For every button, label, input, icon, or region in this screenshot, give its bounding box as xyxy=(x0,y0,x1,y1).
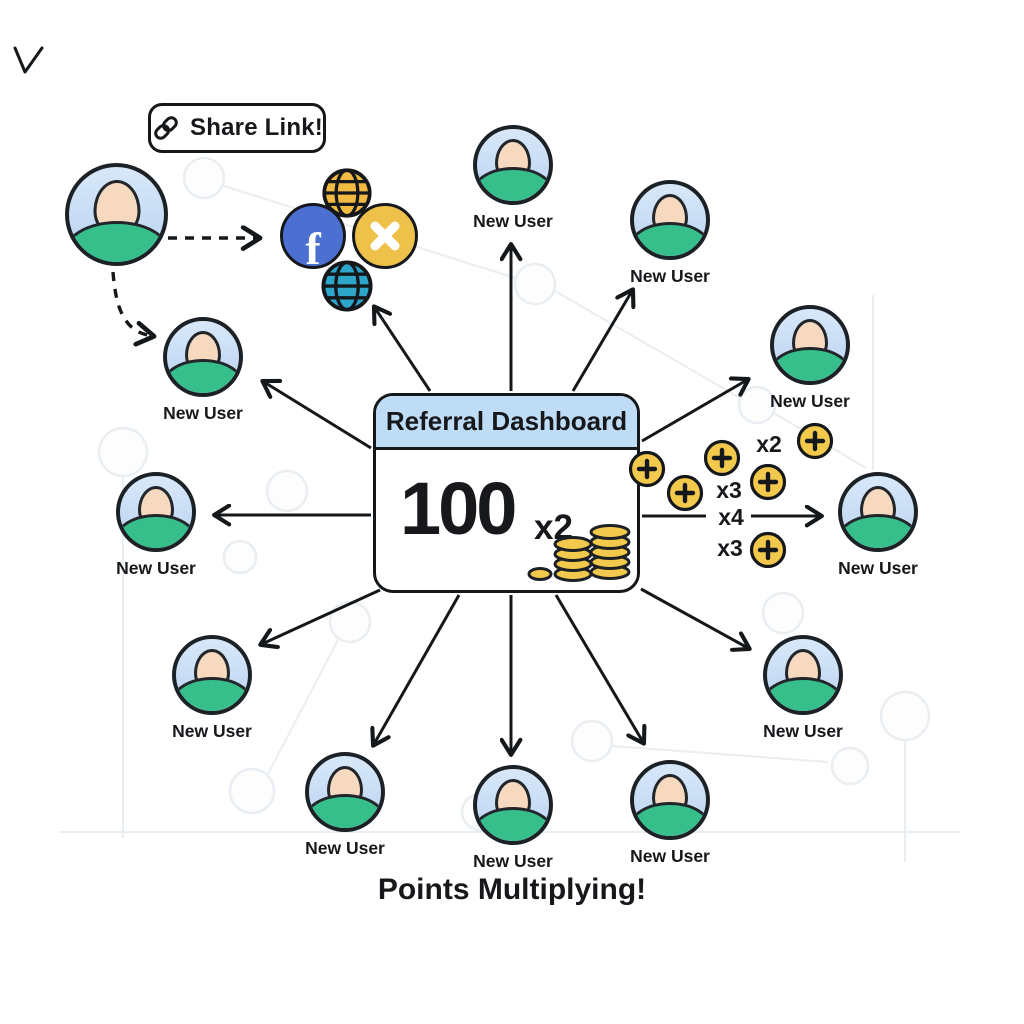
plus-coin-icon xyxy=(666,474,704,512)
user-node: New User xyxy=(627,760,713,867)
user-node: New User xyxy=(169,635,255,742)
share-link-bubble: Share Link! xyxy=(148,103,326,153)
user-avatar-icon xyxy=(630,180,710,260)
avatar-shirt xyxy=(69,221,164,262)
card-title: Referral Dashboard xyxy=(385,406,628,436)
plus-coin-icon xyxy=(749,531,787,569)
user-avatar-icon xyxy=(172,635,252,715)
user-avatar-icon xyxy=(763,635,843,715)
user-avatar-icon xyxy=(630,760,710,840)
x-glyph xyxy=(370,221,400,251)
plus-coin-icon xyxy=(628,450,666,488)
plus-coin-icon xyxy=(796,422,834,460)
user-node: New User xyxy=(627,180,713,287)
user-label: New User xyxy=(473,851,553,871)
boost-label: x2 xyxy=(756,430,782,457)
user-label: New User xyxy=(630,266,710,286)
x-social-icon xyxy=(352,203,418,269)
user-node: New User xyxy=(470,125,556,232)
user-label: New User xyxy=(172,721,252,741)
share-dashed-arrows xyxy=(111,238,258,336)
boost-label: x4 xyxy=(718,503,744,530)
user-node: New User xyxy=(835,472,921,579)
facebook-letter: f xyxy=(305,223,321,274)
user-node: New User xyxy=(760,635,846,742)
user-avatar-icon xyxy=(163,317,243,397)
bubble-tail xyxy=(13,46,44,74)
globe-icon-yellow xyxy=(322,168,372,218)
user-label: New User xyxy=(473,211,553,231)
user-node: New User xyxy=(470,765,556,872)
user-label: New User xyxy=(163,403,243,423)
user-node: New User xyxy=(302,752,388,859)
user-label: New User xyxy=(770,391,850,411)
card-body: 100 x2 xyxy=(376,450,637,590)
user-label: New User xyxy=(630,846,710,866)
main-user-node xyxy=(65,163,168,266)
link-icon xyxy=(154,116,178,140)
user-label: New User xyxy=(838,558,918,578)
main-user-avatar-icon xyxy=(65,163,168,266)
user-node: New User xyxy=(767,305,853,412)
user-node: New User xyxy=(160,317,246,424)
share-link-label: Share Link! xyxy=(190,114,323,141)
plus-coin-icon xyxy=(749,463,787,501)
user-label: New User xyxy=(763,721,843,741)
card-header: Referral Dashboard xyxy=(376,396,637,450)
user-node: New User xyxy=(113,472,199,579)
user-label: New User xyxy=(116,558,196,578)
user-label: New User xyxy=(305,838,385,858)
user-avatar-icon xyxy=(838,472,918,552)
user-avatar-icon xyxy=(305,752,385,832)
user-avatar-icon xyxy=(116,472,196,552)
plus-coin-icon xyxy=(703,439,741,477)
globe-icon-teal xyxy=(321,260,373,312)
user-avatar-icon xyxy=(770,305,850,385)
user-avatar-icon xyxy=(473,125,553,205)
boost-label: x3 xyxy=(716,476,742,503)
facebook-icon: f xyxy=(280,203,346,274)
referral-dashboard-card: Referral Dashboard 100 x2 xyxy=(373,393,640,593)
arrows-from-dashboard xyxy=(216,246,820,753)
points-value: 100 xyxy=(400,467,517,550)
user-avatar-icon xyxy=(473,765,553,845)
caption-points-multiplying: Points Multiplying! xyxy=(377,873,647,906)
boost-label: x3 xyxy=(717,534,743,561)
coin-stack-icon xyxy=(527,524,631,582)
